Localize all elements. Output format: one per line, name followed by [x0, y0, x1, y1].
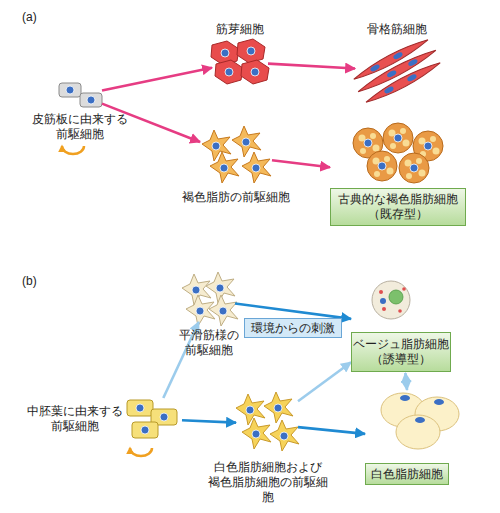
precursor-cell [236, 394, 265, 425]
cell-label: 筋芽細胞 [190, 22, 290, 37]
nucleus [225, 68, 233, 76]
nucleus [386, 69, 397, 78]
nuclei [246, 404, 288, 440]
differentiation-arrow [272, 160, 330, 167]
cell-label: 白色脂肪細胞および 褐色脂肪細胞の前駆細胞 [207, 460, 328, 505]
precursor-cell [127, 400, 153, 416]
precursor-cell [242, 418, 271, 449]
cell-group-node: 骨格筋細胞 [355, 42, 440, 100]
cell-group-node: 古典的な褐色脂肪細胞 （既存型） [330, 125, 466, 226]
myoblast-cells [211, 39, 269, 84]
nucleus [251, 68, 259, 76]
precursor-cell [132, 422, 158, 438]
precursor-cell [80, 93, 102, 107]
differentiation-arrow [268, 64, 355, 69]
cell-label: 骨格筋細胞 [347, 22, 447, 37]
nucleus [274, 404, 282, 412]
precursor-cell [270, 420, 299, 451]
cell-group-node: 白色脂肪細胞および 褐色脂肪細胞の前駆細胞 [236, 398, 298, 450]
differentiation-arrow [182, 420, 236, 422]
differentiation-arrow [405, 373, 407, 390]
cell-type-box: 古典的な褐色脂肪細胞 （既存型） [330, 188, 466, 226]
nucleus [252, 430, 260, 438]
nucleus [220, 164, 228, 172]
cell-type-box: ベージュ脂肪細胞 （誘導型） [351, 332, 451, 372]
precursor-cell [264, 392, 293, 423]
differentiation-arrow [298, 427, 365, 434]
brown-adipocyte [367, 151, 397, 181]
stimulus-box: 環境からの刺激 [244, 318, 342, 338]
cell-group-node: 白色脂肪細胞 [365, 390, 458, 487]
myoblast-cell [215, 60, 243, 84]
cell-body [372, 281, 410, 319]
nucleus [280, 432, 288, 440]
nuclei [221, 47, 259, 76]
self-renewal-arrow [130, 448, 152, 456]
nucleus [219, 307, 227, 315]
panel-label: (a) [22, 10, 37, 24]
nuclei [192, 284, 227, 315]
precursor-cell [242, 152, 271, 183]
nucleus [216, 284, 224, 292]
precursor-cell [209, 295, 238, 326]
muscle-fibre [364, 59, 442, 106]
organelle-dot [402, 287, 406, 291]
nucleus [380, 298, 386, 304]
brown-precursor-cells [202, 126, 271, 183]
nucleus [247, 47, 255, 55]
nucleus [406, 73, 417, 82]
organelle-dot [382, 307, 386, 311]
cell-label: 平滑筋様の 前駆細胞 [177, 328, 241, 358]
differentiation-arrow [102, 68, 212, 91]
panel-label: (b) [22, 274, 37, 288]
nucleus [212, 142, 220, 150]
nucleus [196, 307, 204, 315]
brown-adipocyte [399, 153, 429, 183]
beige-adipocyte [372, 281, 410, 319]
cell-group-node: 褐色脂肪の前駆細胞 [200, 130, 272, 182]
cell-group-node: ベージュ脂肪細胞 （誘導型） [351, 278, 451, 373]
precursor-cell [210, 152, 239, 183]
myoblast-cell [237, 39, 265, 63]
nucleus [392, 51, 403, 60]
cell-type-box: 白色脂肪細胞 [365, 463, 449, 485]
myoblast-cell [241, 60, 269, 84]
nucleus [246, 406, 254, 414]
organelle-dot [379, 290, 383, 294]
cell-label: 皮筋板に由来する 前駆細胞 [30, 112, 130, 142]
precursor-cell [59, 83, 81, 97]
cell-group-node: 筋芽細胞 [212, 42, 268, 82]
differentiation-arrow [235, 303, 351, 318]
organelle-dot [398, 309, 402, 313]
adipocyte-precursor-cells [236, 392, 299, 451]
nucleus [221, 49, 229, 57]
cell-group-node: 皮筋板に由来する 前駆細胞 [58, 80, 102, 110]
nucleus [407, 58, 418, 67]
nuclei [369, 47, 424, 96]
cell-label: 褐色脂肪の前駆細胞 [171, 190, 301, 205]
white-adipocyte [396, 415, 440, 449]
precursor-cell [202, 130, 231, 161]
cell-group-node: 平滑筋様の 前駆細胞 [183, 278, 235, 322]
lipid-droplet [389, 290, 403, 304]
cell-group-node: 中胚葉に由来する 前駆細胞 [125, 398, 182, 440]
nuclei [212, 138, 260, 172]
nucleus [192, 286, 200, 294]
precursor-cell [232, 126, 261, 157]
self-renewal-arrow [62, 146, 84, 154]
cell-label: 中胚葉に由来する 前駆細胞 [25, 404, 125, 434]
muscle-fibres [350, 35, 444, 107]
nucleus [242, 138, 250, 146]
smooth-precursor-cells [182, 272, 238, 326]
nucleus [252, 164, 260, 172]
nucleus [383, 85, 394, 94]
brown-adipocyte [383, 123, 413, 153]
differentiation-arrow [298, 362, 351, 401]
nucleus [369, 63, 380, 72]
